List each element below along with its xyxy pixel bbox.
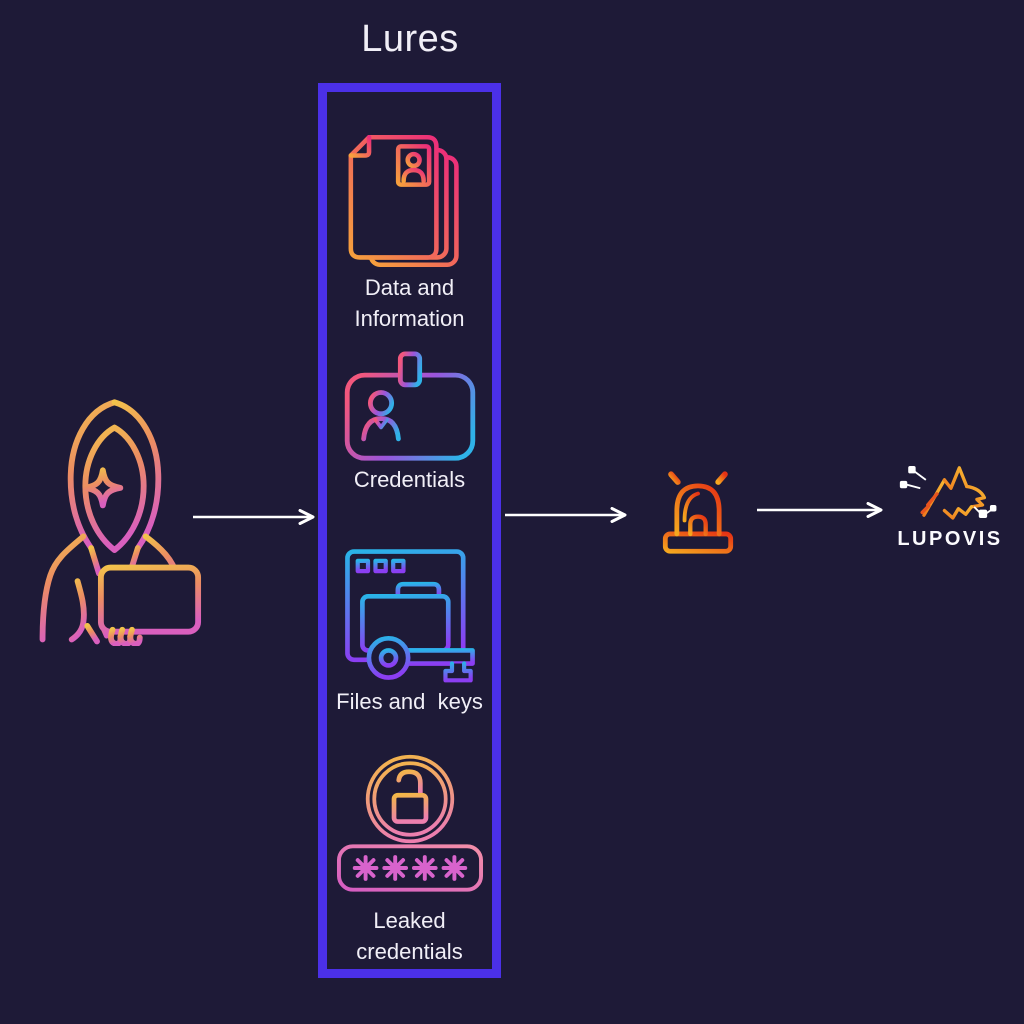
lure-item-data-information: Data and Information (327, 130, 492, 334)
siren-alarm-icon (648, 456, 748, 558)
lupovis-logo: LUPOVIS (888, 460, 1012, 551)
arrow-attacker-to-lures (192, 509, 322, 525)
lure-label: Credentials (353, 467, 466, 492)
lure-item-leaked-credentials: Leaked credentials (327, 752, 492, 967)
wolf-network-icon (898, 460, 1002, 524)
lupovis-logo-text: LUPOVIS (897, 528, 1003, 550)
lure-item-credentials: Credentials (327, 350, 492, 495)
arrow-alert-to-lupovis (756, 502, 890, 518)
diagram-title: Lures (361, 18, 459, 60)
lure-item-files-keys: Files and keys (327, 544, 492, 717)
documents-stack-icon (344, 130, 476, 272)
hooded-hacker-icon (27, 388, 202, 646)
lure-label: Leaked credentials (356, 908, 463, 964)
lure-label: Data and Information (354, 275, 465, 331)
id-badge-icon (342, 350, 478, 464)
lure-label: Files and keys (336, 689, 483, 714)
lures-box: Data and Information (318, 83, 501, 978)
files-and-key-icon (340, 544, 480, 686)
unlocked-padlock-icon (363, 752, 457, 846)
password-asterisks-icon (336, 843, 484, 893)
arrow-lures-to-alert (504, 507, 634, 523)
